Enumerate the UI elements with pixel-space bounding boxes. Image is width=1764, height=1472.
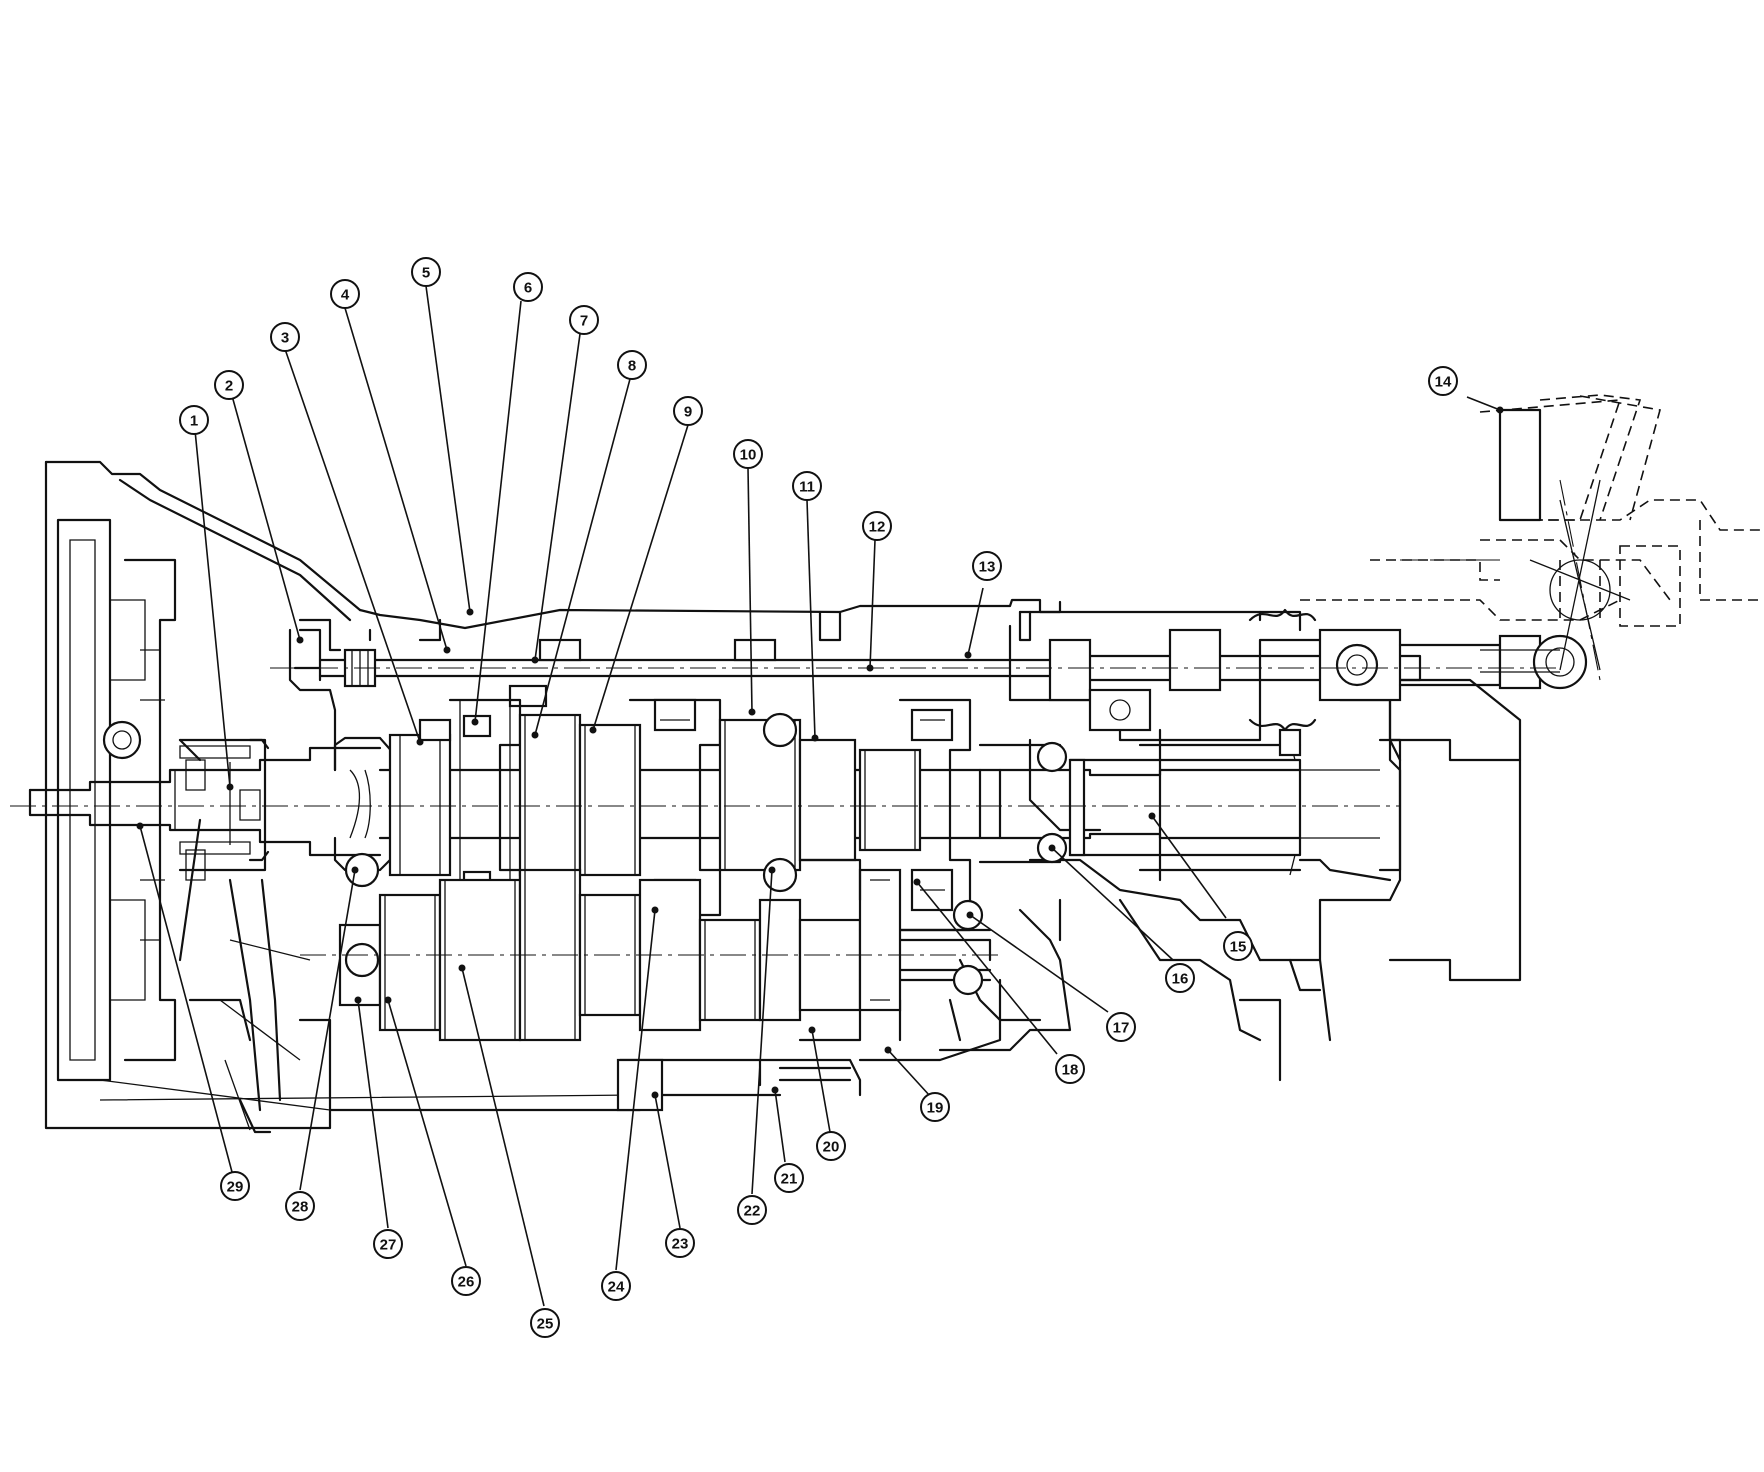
callout-label: 27 bbox=[380, 1237, 397, 1254]
callout-20: 20 bbox=[816, 1131, 846, 1161]
callout-label: 13 bbox=[979, 559, 996, 576]
callout-19: 19 bbox=[920, 1092, 950, 1122]
callout-29: 29 bbox=[220, 1171, 250, 1201]
callout-4: 4 bbox=[330, 279, 360, 309]
callout-label: 20 bbox=[823, 1139, 840, 1156]
callout-label: 12 bbox=[869, 519, 886, 536]
callout-28: 28 bbox=[285, 1191, 315, 1221]
callout-24: 24 bbox=[601, 1271, 631, 1301]
callout-6: 6 bbox=[513, 272, 543, 302]
callout-7: 7 bbox=[569, 305, 599, 335]
shift-rod bbox=[293, 608, 1588, 732]
callout-label: 19 bbox=[927, 1100, 944, 1117]
callout-3: 3 bbox=[270, 322, 300, 352]
callout-label: 4 bbox=[341, 287, 350, 304]
callout-10: 10 bbox=[733, 439, 763, 469]
callout-14: 14 bbox=[1428, 366, 1458, 396]
callout-label: 9 bbox=[684, 404, 692, 421]
callout-label: 28 bbox=[292, 1199, 309, 1216]
callout-12: 12 bbox=[862, 511, 892, 541]
callout-label: 26 bbox=[458, 1274, 475, 1291]
callout-label: 16 bbox=[1172, 971, 1189, 988]
callout-label: 14 bbox=[1435, 374, 1452, 391]
callout-16: 16 bbox=[1165, 963, 1195, 993]
callout-27: 27 bbox=[373, 1229, 403, 1259]
shift-lever-assembly bbox=[1300, 394, 1764, 681]
callout-17: 17 bbox=[1106, 1012, 1136, 1042]
callout-label: 23 bbox=[672, 1236, 689, 1253]
main-shaft bbox=[378, 728, 1402, 882]
callout-label: 25 bbox=[537, 1316, 554, 1333]
countershaft bbox=[338, 852, 992, 1042]
callout-5: 5 bbox=[411, 257, 441, 287]
callout-1: 1 bbox=[179, 405, 209, 435]
callout-label: 29 bbox=[227, 1179, 244, 1196]
callout-label: 6 bbox=[524, 280, 532, 297]
callouts: 1 2 3 4 5 6 7 8 9 10 11 12 13 14 15 16 1… bbox=[179, 257, 1458, 1338]
callout-label: 22 bbox=[744, 1203, 761, 1220]
callout-2: 2 bbox=[214, 370, 244, 400]
callout-13: 13 bbox=[972, 551, 1002, 581]
callout-23: 23 bbox=[665, 1228, 695, 1258]
callout-label: 1 bbox=[190, 413, 198, 430]
callout-label: 18 bbox=[1062, 1062, 1079, 1079]
callout-25: 25 bbox=[530, 1308, 560, 1338]
callout-9: 9 bbox=[673, 396, 703, 426]
callout-label: 7 bbox=[580, 313, 588, 330]
callout-label: 17 bbox=[1113, 1020, 1130, 1037]
leader-lines bbox=[136, 285, 1504, 1307]
callout-label: 8 bbox=[628, 358, 636, 375]
callout-label: 5 bbox=[422, 265, 430, 282]
callout-label: 2 bbox=[225, 378, 233, 395]
callout-label: 11 bbox=[799, 479, 815, 496]
callout-22: 22 bbox=[737, 1195, 767, 1225]
callout-8: 8 bbox=[617, 350, 647, 380]
callout-label: 24 bbox=[608, 1279, 625, 1296]
callout-label: 3 bbox=[281, 330, 289, 347]
input-shaft bbox=[28, 738, 382, 862]
callout-21: 21 bbox=[774, 1163, 804, 1193]
callout-label: 21 bbox=[781, 1171, 798, 1188]
callout-11: 11 bbox=[792, 471, 822, 501]
callout-label: 15 bbox=[1230, 939, 1247, 956]
callout-18: 18 bbox=[1055, 1054, 1085, 1084]
callout-label: 10 bbox=[740, 447, 757, 464]
callout-15: 15 bbox=[1223, 931, 1253, 961]
callout-26: 26 bbox=[451, 1266, 481, 1296]
